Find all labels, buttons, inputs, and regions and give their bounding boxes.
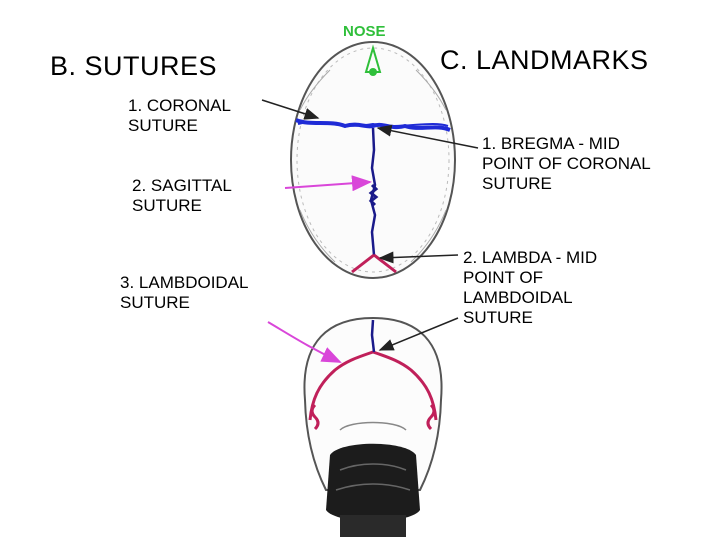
arrow-sagittal xyxy=(284,175,372,192)
lambdoidal-suture-label: 3. LAMBDOIDAL SUTURE xyxy=(120,273,249,313)
lambda-label: 2. LAMBDA - MID POINT OF LAMBDOIDAL SUTU… xyxy=(463,248,598,328)
nose-label: NOSE xyxy=(343,23,386,40)
arrow-coronal xyxy=(261,99,320,120)
sutures-heading: B. SUTURES xyxy=(50,51,218,81)
bregma-label: 1. BREGMA - MID POINT OF CORONAL SUTURE xyxy=(482,134,651,194)
arrow-lambdoidal xyxy=(267,321,342,363)
arrow-bregma xyxy=(376,124,479,149)
arrow-lambda-back xyxy=(378,317,459,351)
sagittal-suture-label: 2. SAGITTAL SUTURE xyxy=(132,176,232,216)
lambda-junction-top xyxy=(351,253,397,274)
arrow-lambda-top xyxy=(378,251,459,264)
nose-marker xyxy=(364,44,382,76)
landmarks-heading: C. LANDMARKS xyxy=(440,45,649,75)
coronal-suture-label: 1. CORONAL SUTURE xyxy=(128,96,231,136)
